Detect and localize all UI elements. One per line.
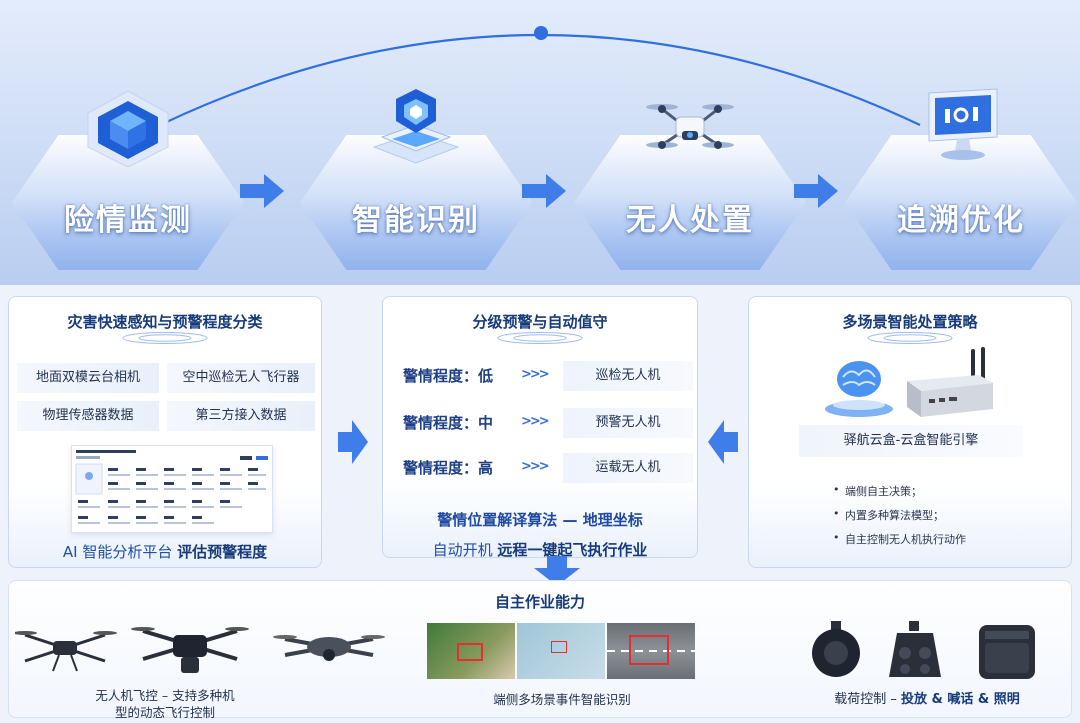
ripple-decoration [867,332,953,344]
flow-arrow-icon [794,174,838,208]
flow-arrow-icon [240,174,284,208]
strategy-bullet: 端侧自主决策； [833,483,922,499]
recognition-thumbnail-fire [427,623,515,679]
chevrons-icon: >>> [521,367,550,382]
stage-intelligent-recognition: 智能识别 [300,89,532,270]
platform-function: 评估预警程度 [177,543,268,561]
ripple-decoration [122,332,208,344]
recognition-thumbnail-road [607,623,695,679]
panel-title: 灾害快速感知与预警程度分类 [67,313,263,331]
detection-box [551,641,567,653]
device-name: 驿航云盒-云盒智能引擎 [799,425,1023,457]
panel-title: 自主作业能力 [494,593,585,611]
platform-name: AI 智能分析平台 [62,543,173,561]
recognition-thumbnail-water [517,623,605,679]
stage-traceback-optimization: 追溯优化 [845,88,1077,270]
flow-arrow-icon [522,174,566,208]
drone-icon [15,631,117,672]
auto-launch-caption: 自动开机 远程一键起飞执行作业 [383,539,697,560]
alert-level-low: 警情程度：低 >>> 巡检无人机 [403,361,693,391]
monitor-screen-icon [928,88,998,160]
caption-line: 无人机飞控 – 支持多种机 [95,688,235,703]
drone-icon [646,104,734,149]
arrow-left-icon [708,420,738,464]
spotlight-icon [812,621,860,677]
detection-box [457,643,483,661]
panel-alert-levels: 分级预警与自动值守 警情程度：低 >>> 巡检无人机 警情程度：中 >>> 预警… [382,296,698,560]
analysis-platform-screenshot [71,445,273,533]
arrow-down-icon [534,556,580,586]
level-target: 巡检无人机 [563,361,693,391]
stage-hazard-monitoring: 险情监测 [12,90,244,270]
cube-monitor-icon [87,90,169,167]
chevrons-icon: >>> [521,459,550,474]
panel-perception: 灾害快速感知与预警程度分类 地面双模云台相机 空中巡检无人飞行器 物理传感器数据… [8,296,322,568]
alert-level-medium: 警情程度：中 >>> 预警无人机 [403,408,693,438]
arc-node [534,26,548,40]
process-flow-band: 险情监测 智能识别 [0,0,1080,285]
payload-prefix: 载荷控制 – [834,692,897,707]
auto-launch-action: 远程一键起飞执行作业 [497,541,648,559]
chip-ground-camera: 地面双模云台相机 [17,363,159,393]
drone-icon [131,627,249,673]
strategy-bullet: 自主控制无人机执行动作 [833,531,966,547]
chevrons-icon: >>> [521,414,550,429]
stage-label: 无人处置 [626,203,754,238]
payload-devices-images [812,621,1035,679]
drone-icon [273,635,385,661]
stage-label: 追溯优化 [897,203,1025,238]
payload-functions: 投放 & 喊话 & 照明 [901,692,1020,707]
caption-line: 型的动态飞行控制 [114,705,215,720]
detection-box [629,635,669,665]
chip-aerial-drone: 空中巡检无人飞行器 [167,363,315,393]
shield-layers-icon [372,89,460,164]
level-target: 预警无人机 [563,408,693,438]
algorithm-caption: 警情位置解译算法 — 地理坐标 [437,511,643,529]
level-label: 警情程度：高 [403,459,494,477]
level-label: 警情程度：低 [403,367,494,385]
level-target: 运载无人机 [563,453,693,483]
auto-launch-prefix: 自动开机 [432,541,493,559]
arrow-right-icon [338,420,368,464]
dropper-icon [979,625,1035,679]
chip-third-party-data: 第三方接入数据 [167,401,315,431]
ripple-decoration [497,332,583,344]
payload-caption: 载荷控制 – 投放 & 喊话 & 照明 [809,691,1045,708]
stage-label: 智能识别 [352,203,480,238]
edge-box-device-icon [907,347,993,417]
brain-ai-icon [825,361,893,417]
stage-unmanned-disposal: 无人处置 [574,95,806,270]
connection-arc [159,26,921,126]
drone-control-caption: 无人机飞控 – 支持多种机 型的动态飞行控制 [65,687,265,721]
panel-disposal-strategy: 多场景智能处置策略 驿航云盒-云盒智能引擎 端侧自主决策； 内置多种算法模型； … [748,296,1072,568]
chip-sensor-data: 物理传感器数据 [17,401,159,431]
drone-models-images [15,627,385,673]
strategy-bullet: 内置多种算法模型； [833,507,944,523]
platform-caption: AI 智能分析平台 评估预警程度 [9,541,321,562]
panel-title: 分级预警与自动值守 [472,313,608,331]
panel-autonomous-capability: 自主作业能力 [8,580,1072,721]
panel-title: 多场景智能处置策略 [842,313,978,331]
level-label: 警情程度：中 [403,414,494,432]
alert-level-high: 警情程度：高 >>> 运载无人机 [403,453,693,483]
speaker-icon [889,621,941,677]
recognition-caption: 端侧多场景事件智能识别 [493,692,631,707]
stage-label: 险情监测 [64,203,192,238]
